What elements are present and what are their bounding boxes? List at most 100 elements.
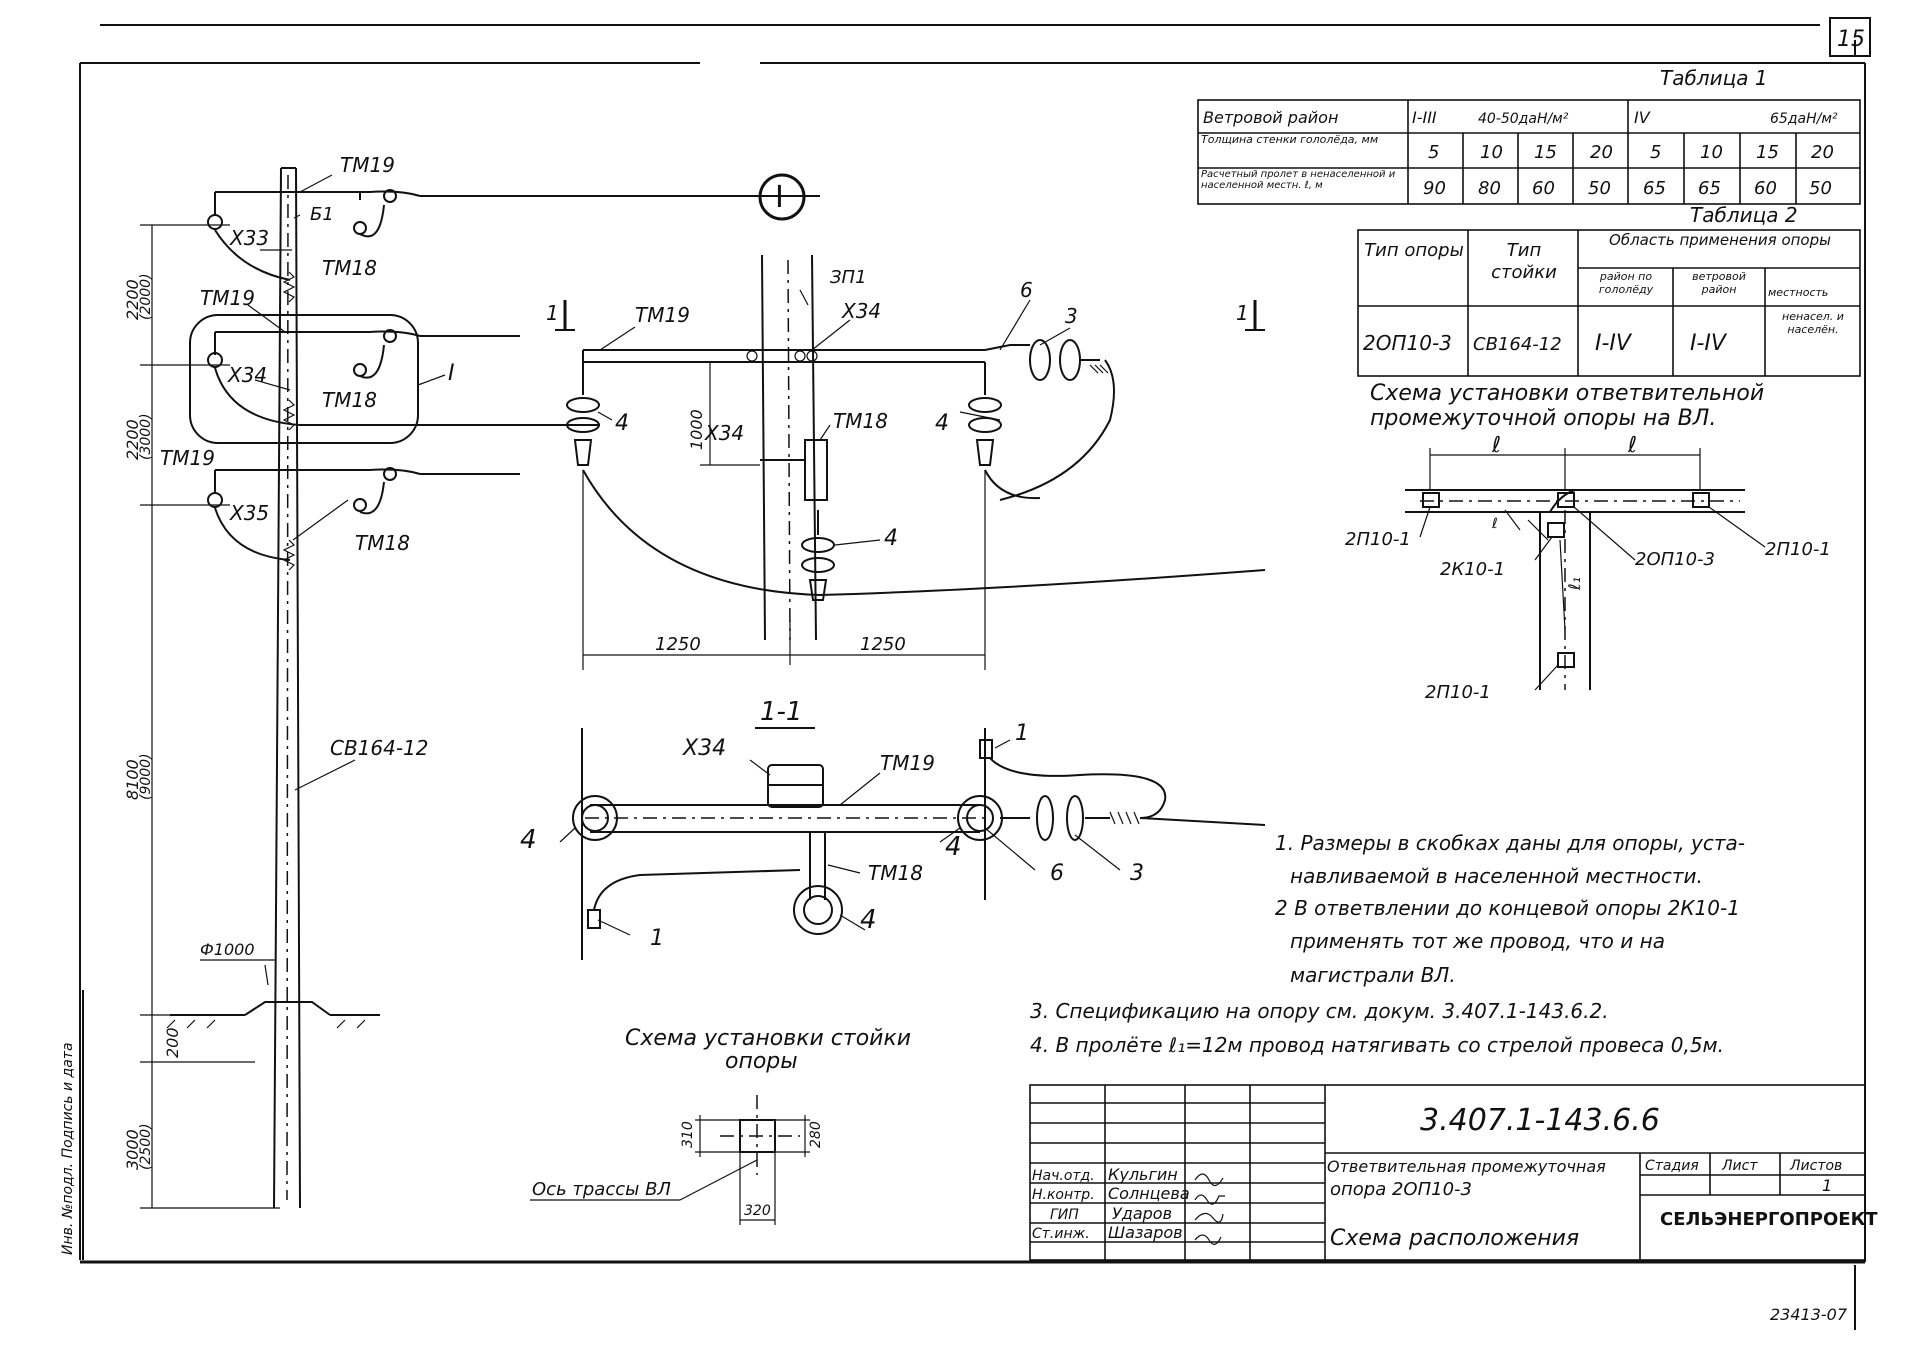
sec-n4-left: 4 (520, 825, 537, 855)
table1-ice-cell: 10 (1480, 142, 1503, 163)
table1-ice-label: Толщина стенки гололёда, мм (1201, 134, 1379, 146)
dim-8100: 8100 (123, 759, 142, 800)
dim-2500: (2500) (138, 1123, 154, 1170)
left-node-I: I (448, 361, 455, 386)
bottom-code: 23413-07 (1770, 1305, 1848, 1324)
title-col-sheet: Лист (1721, 1158, 1758, 1174)
dim-2200-a: 2200 (123, 279, 142, 320)
sec-x34: Х34 (682, 736, 726, 761)
branch-scheme-title-1: Схема установки ответвительной (1370, 381, 1764, 406)
left-b1: Б1 (310, 204, 334, 225)
sec-n3: 3 (1130, 861, 1144, 886)
detail-x34-side: Х34 (704, 421, 744, 445)
sec-n4-mid: 4 (945, 832, 962, 862)
detail-I-marker: I (775, 180, 784, 215)
title-description-2: опора 2ОП10-3 (1330, 1179, 1472, 1200)
title-sheet-title: Схема расположения (1330, 1226, 1579, 1251)
title-code: 3.407.1-143.6.6 (1420, 1103, 1660, 1138)
sec-n1-bottom: 1 (650, 926, 664, 951)
title-name: Шазаров (1108, 1223, 1183, 1242)
note-line: 1. Размеры в скобках даны для опоры, уст… (1275, 831, 1745, 855)
dim-2000: (2000) (138, 273, 154, 320)
table2-col-area: Область применения опоры (1609, 232, 1831, 249)
title-name: Солнцева (1108, 1184, 1190, 1203)
table2-col-type: Тип опоры (1364, 240, 1464, 261)
branch-label-e: 2П10-1 (1425, 682, 1491, 703)
title-name: Кульгин (1108, 1165, 1178, 1184)
detail-n4-right: 4 (935, 411, 949, 436)
title-organization: СЕЛЬЭНЕРГОПРОЕКТ (1660, 1209, 1878, 1230)
branch-label-d: 2П10-1 (1765, 539, 1831, 560)
sec-tm18: ТМ18 (868, 861, 923, 885)
margin-stamp-text: Инв. №подл. Подпись и дата (60, 1042, 76, 1255)
table1-ice-cell: 5 (1650, 142, 1661, 163)
table1-span-cell: 80 (1478, 178, 1501, 199)
dim-9000: (9000) (138, 753, 154, 800)
detail-dim-1000: 1000 (687, 409, 706, 450)
table2-row-ice: I-IV (1595, 331, 1633, 356)
table1-span-cell: 60 (1532, 178, 1555, 199)
table1-ice-cell: 5 (1428, 142, 1439, 163)
detail-dim-1250-left: 1250 (655, 634, 701, 655)
left-tm18-a: ТМ18 (322, 256, 377, 280)
pole-elevation (140, 167, 820, 1209)
table1-ice-cell: 20 (1811, 142, 1834, 163)
table1-ice-cell: 20 (1590, 142, 1613, 163)
table1-ice-values: 5 10 15 20 5 10 15 20 (1428, 142, 1834, 163)
section-11-title: 1-1 (760, 697, 802, 727)
title-role: ГИП (1050, 1207, 1079, 1223)
table1-span-label: Расчетный пролет в ненаселенной и населе… (1201, 169, 1396, 191)
title-block (1029, 1084, 1866, 1261)
left-dimensions: 2200 (2000) 2200 (3000) 8100 (9000) 200 … (123, 273, 182, 1170)
table2-sub-wind: ветровой район (1692, 270, 1746, 296)
title-roles: Нач.отд. Н.контр. ГИП Ст.инж. (1032, 1168, 1095, 1242)
page-number: 15 (1837, 27, 1865, 52)
dim-200: 200 (163, 1027, 182, 1058)
note-line: навливаемой в населенной местности. (1290, 864, 1703, 888)
table2-sub-terrain: местность (1768, 286, 1828, 299)
note-line: 4. В пролёте ℓ₁=12м провод натягивать со… (1030, 1033, 1724, 1057)
left-tm19-c: ТМ19 (160, 446, 215, 470)
title-name: Ударов (1112, 1204, 1172, 1223)
left-x33: Х33 (229, 226, 269, 250)
detail-n4-bottom: 4 (884, 526, 898, 551)
post-scheme (530, 1095, 810, 1225)
title-col-stage: Стадия (1645, 1158, 1699, 1174)
left-tm19-a: ТМ19 (340, 153, 395, 177)
branch-label-a: 2П10-1 (1345, 529, 1411, 550)
table1-span-cell: 50 (1809, 178, 1832, 199)
detail-n3: 3 (1065, 304, 1078, 328)
title-role: Н.контр. (1032, 1187, 1095, 1203)
table1-wind-label: Ветровой район (1203, 108, 1338, 127)
title-col-sheets: Листов (1789, 1158, 1842, 1174)
note-line: применять тот же провод, что и на (1290, 929, 1665, 953)
left-tm18-b: ТМ18 (322, 388, 377, 412)
dim-3000: 3000 (123, 1129, 142, 1170)
branch-scheme-title-2: промежуточной опоры на ВЛ. (1370, 406, 1716, 431)
detail-dim-1250-right: 1250 (860, 634, 906, 655)
dim-2200-b: 2200 (123, 419, 142, 460)
table1-span-cell: 60 (1754, 178, 1777, 199)
table1-ice-cell: 15 (1534, 142, 1557, 163)
table2-row-terrain: ненасел. и населён. (1782, 310, 1844, 336)
notes: 1. Размеры в скобках даны для опоры, уст… (1030, 831, 1745, 1057)
post-scheme-title-2: опоры (725, 1049, 798, 1074)
left-post: СВ164-12 (330, 736, 429, 760)
table1-ice-cell: 15 (1756, 142, 1779, 163)
table1-span-cell: 65 (1643, 178, 1666, 199)
section-1-1 (559, 727, 1266, 960)
left-x35: Х35 (229, 501, 269, 525)
table2-title: Таблица 2 (1690, 203, 1798, 227)
table2-row-wind: I-IV (1690, 331, 1728, 356)
branch-l-left: ℓ (1491, 433, 1501, 458)
title-description-1: Ответвительная промежуточная (1327, 1157, 1606, 1176)
table2-col-post: Тип стойки (1491, 240, 1557, 283)
detail-n6: 6 (1020, 278, 1033, 302)
table2-row-post: СВ164-12 (1473, 334, 1562, 355)
sec-n4-bottom: 4 (860, 905, 877, 935)
sec-n6: 6 (1050, 861, 1064, 886)
detail-tm18: ТМ18 (833, 409, 888, 433)
post-scheme-280: 280 (808, 1121, 824, 1148)
left-tm18-c: ТМ18 (355, 531, 410, 555)
left-tm19-b: ТМ19 (200, 286, 255, 310)
